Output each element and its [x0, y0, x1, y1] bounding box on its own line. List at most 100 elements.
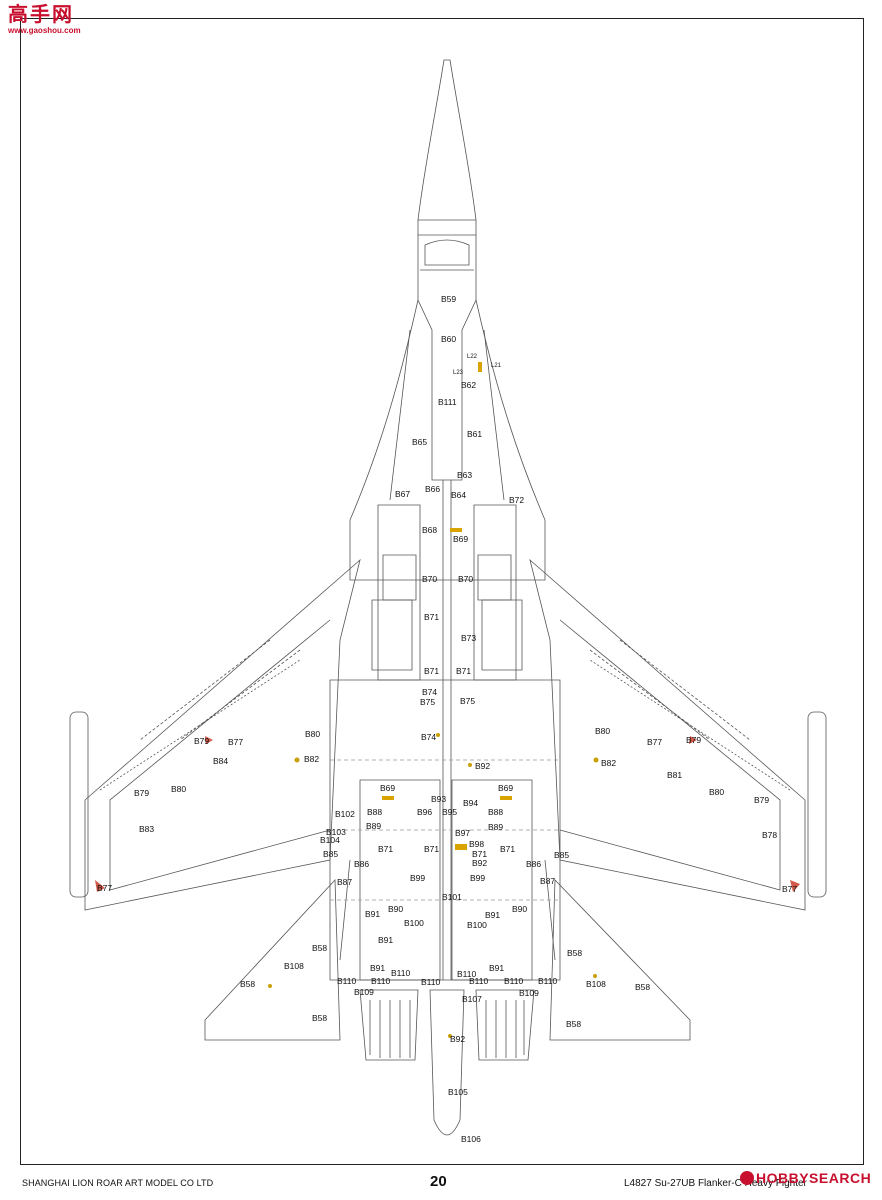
- part-label: B75: [460, 696, 476, 706]
- page-border: [20, 18, 864, 1165]
- part-label: B108: [586, 979, 606, 989]
- part-label: B70: [458, 574, 474, 584]
- part-label: B99: [470, 873, 486, 883]
- page-number: 20: [430, 1173, 447, 1190]
- part-label: B61: [467, 429, 483, 439]
- part-label: B82: [601, 758, 617, 768]
- part-label: B62: [461, 380, 477, 390]
- part-label: B105: [448, 1087, 468, 1097]
- part-label: B93: [431, 794, 447, 804]
- part-label: B79: [754, 795, 770, 805]
- part-label: B73: [461, 633, 477, 643]
- part-label: B97: [455, 828, 471, 838]
- part-label: B87: [540, 876, 556, 886]
- part-label: B72: [509, 495, 525, 505]
- part-label: B77: [647, 737, 663, 747]
- part-label: B80: [709, 787, 725, 797]
- part-label: B91: [485, 910, 501, 920]
- part-label: B71: [378, 844, 394, 854]
- part-label: B58: [567, 948, 583, 958]
- part-label: L22: [467, 354, 478, 360]
- part-label: B86: [526, 859, 542, 869]
- part-label: B58: [312, 943, 328, 953]
- part-label: B92: [450, 1034, 466, 1044]
- part-label: B85: [323, 849, 339, 859]
- part-label: B80: [171, 784, 187, 794]
- part-label: B103: [326, 827, 346, 837]
- part-label: B74: [421, 732, 437, 742]
- part-label: B58: [312, 1013, 328, 1023]
- part-label: B110: [457, 969, 477, 979]
- part-label: B92: [475, 761, 491, 771]
- part-label: B71: [456, 666, 472, 676]
- part-label: B75: [420, 697, 436, 707]
- part-label: B84: [213, 756, 229, 766]
- product-title: L4827 Su-27UB Flanker-C Heavy Fighter: [624, 1178, 807, 1189]
- watermark-logo: 高手网 www.gaoshou.com: [8, 4, 81, 35]
- part-label: B96: [417, 807, 433, 817]
- part-label: B110: [504, 976, 524, 986]
- part-label: B91: [370, 963, 386, 973]
- part-label: B70: [422, 574, 438, 584]
- company-name: SHANGHAI LION ROAR ART MODEL CO LTD: [22, 1178, 214, 1188]
- part-label: B110: [421, 977, 441, 987]
- part-label: B81: [667, 770, 683, 780]
- part-label: B82: [304, 754, 320, 764]
- part-label: B110: [371, 976, 391, 986]
- part-label: B69: [453, 534, 469, 544]
- part-label: L23: [453, 370, 464, 376]
- part-label: B88: [488, 807, 504, 817]
- part-label: B100: [467, 920, 487, 930]
- part-label: B79: [194, 736, 210, 746]
- part-label: B60: [441, 334, 457, 344]
- part-label: B69: [380, 783, 396, 793]
- part-label: B77: [228, 737, 244, 747]
- part-label: B71: [424, 612, 440, 622]
- part-label: B100: [404, 918, 424, 928]
- part-label: B87: [337, 877, 353, 887]
- part-label: B91: [365, 909, 381, 919]
- part-label: L21: [491, 363, 502, 369]
- part-label: B92: [472, 858, 488, 868]
- part-label: B95: [442, 807, 458, 817]
- part-label: B79: [686, 735, 702, 745]
- part-label: B67: [395, 489, 411, 499]
- part-label: B58: [566, 1019, 582, 1029]
- part-label: B64: [451, 490, 467, 500]
- part-label: B107: [462, 994, 482, 1004]
- part-label: B58: [635, 982, 651, 992]
- part-label: B86: [354, 859, 370, 869]
- part-label: B106: [461, 1134, 481, 1144]
- part-label: B83: [139, 824, 155, 834]
- part-label: B71: [472, 849, 488, 859]
- part-label: B108: [284, 961, 304, 971]
- part-label: B109: [354, 987, 374, 997]
- part-label: B111: [438, 397, 457, 407]
- part-label: B71: [500, 844, 516, 854]
- part-label: B71: [424, 666, 440, 676]
- part-label: B77: [782, 884, 798, 894]
- part-label: B80: [595, 726, 611, 736]
- part-label: B80: [305, 729, 321, 739]
- part-label: B85: [554, 850, 570, 860]
- part-label: B68: [422, 525, 438, 535]
- part-label: B58: [240, 979, 256, 989]
- part-label: B66: [425, 484, 441, 494]
- part-label: B110: [337, 976, 357, 986]
- part-label: B88: [367, 807, 383, 817]
- part-label: B102: [335, 809, 355, 819]
- part-label: B91: [489, 963, 505, 973]
- part-label: B110: [469, 976, 489, 986]
- part-label: B59: [441, 294, 457, 304]
- part-label: B69: [498, 783, 514, 793]
- part-label: B91: [378, 935, 394, 945]
- part-label: B71: [424, 844, 440, 854]
- part-label: B104: [320, 835, 340, 845]
- part-label: B90: [388, 904, 404, 914]
- part-label: B79: [134, 788, 150, 798]
- part-label: B89: [488, 822, 504, 832]
- part-label: B98: [469, 839, 485, 849]
- part-label: B94: [463, 798, 479, 808]
- hobbysearch-watermark: HOBBYSEARCH: [740, 1170, 871, 1186]
